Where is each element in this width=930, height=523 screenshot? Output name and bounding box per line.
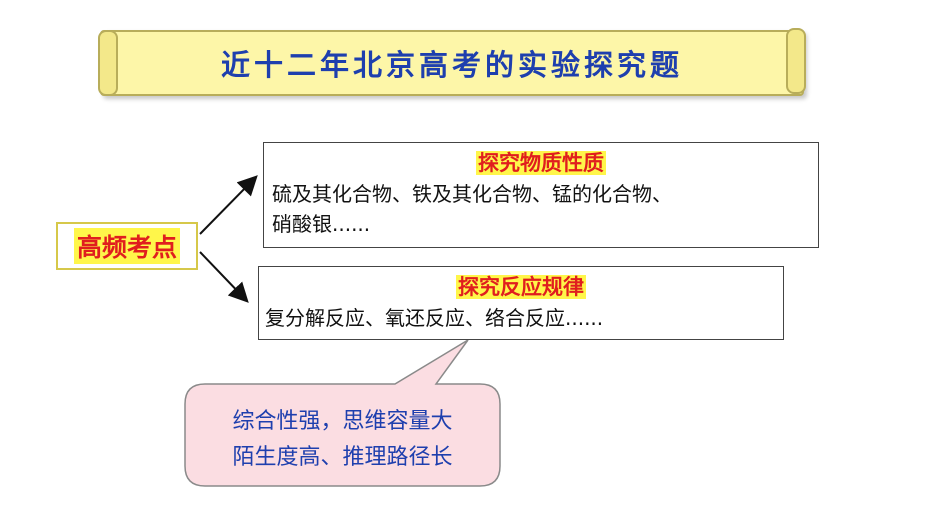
callout-text: 综合性强，思维容量大 陌生度高、推理路径长 <box>190 404 495 476</box>
callout-line-1: 综合性强，思维容量大 <box>232 409 453 434</box>
reactions-line-1: 复分解反应、氧还反应、络合反应...... <box>265 306 604 330</box>
properties-line-2: 硝酸银...... <box>272 212 371 236</box>
properties-heading: 探究物质性质 <box>476 151 606 175</box>
speech-callout <box>184 339 501 487</box>
page-title: 近十二年北京高考的实验探究题 <box>220 48 683 82</box>
scroll-left-roll <box>98 30 118 96</box>
reactions-heading: 探究反应规律 <box>456 275 586 299</box>
arrow-to-reactions <box>199 251 249 303</box>
properties-line-1: 硫及其化合物、铁及其化合物、锰的化合物、 <box>272 182 672 206</box>
scroll-right-roll <box>786 28 806 94</box>
properties-box: 探究物质性质 硫及其化合物、铁及其化合物、锰的化合物、 硝酸银...... <box>263 142 819 248</box>
key-point-box: 高频考点 <box>56 222 198 270</box>
reactions-box: 探究反应规律 复分解反应、氧还反应、络合反应...... <box>258 266 784 340</box>
arrow-to-properties <box>199 175 258 235</box>
key-point-label: 高频考点 <box>73 228 180 264</box>
title-banner: 近十二年北京高考的实验探究题 <box>98 28 806 96</box>
callout-line-2: 陌生度高、推理路径长 <box>232 445 453 470</box>
